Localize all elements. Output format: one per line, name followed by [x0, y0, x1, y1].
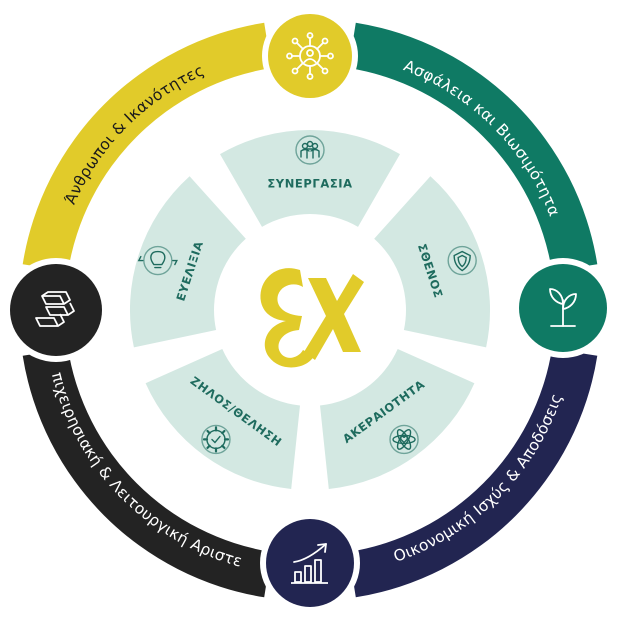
- people-network-icon: [286, 32, 334, 80]
- value-label: ΣΥΝΕΡΓΑΣΙΑ: [267, 177, 352, 191]
- sprout-icon: [549, 288, 577, 327]
- pillar-node-people: [262, 8, 358, 104]
- pillar-node-finance: [260, 513, 360, 613]
- pillar-node-safety: [513, 258, 613, 358]
- company-logo: [260, 268, 364, 368]
- gear-check-icon: [201, 424, 231, 455]
- value-segment: ΣΘΕΝΟΣ: [374, 176, 491, 348]
- lightbulb-cycle-icon: [137, 245, 178, 276]
- value-segment-shape: [374, 176, 491, 348]
- value-segment-shape: [320, 349, 475, 489]
- growth-chart-icon: [291, 543, 328, 584]
- pillar-segment-people: [22, 22, 272, 272]
- shield-icon: [447, 245, 477, 276]
- pillar-segment-safety: [348, 22, 598, 272]
- value-segment: ΣΥΝΕΡΓΑΣΙΑ: [220, 129, 400, 227]
- value-segment: ΑΚΕΡΑΙΟΤΗΤΑ: [320, 349, 475, 489]
- value-segment-shape: [145, 349, 300, 489]
- pillar-segment-operations: [22, 348, 272, 598]
- value-segment-shape: [220, 129, 400, 227]
- pillar-segment-finance: [348, 348, 598, 598]
- gold-bars-icon: [35, 291, 75, 327]
- value-segment: ΕΥΕΛΙΞΙΑ: [129, 176, 246, 348]
- value-segment-shape: [129, 176, 246, 348]
- team-icon: [295, 135, 325, 165]
- pillar-node-operations: [4, 258, 108, 362]
- value-segment: ΖΗΛΟΣ/ΘΕΛΗΣΗ: [145, 349, 300, 489]
